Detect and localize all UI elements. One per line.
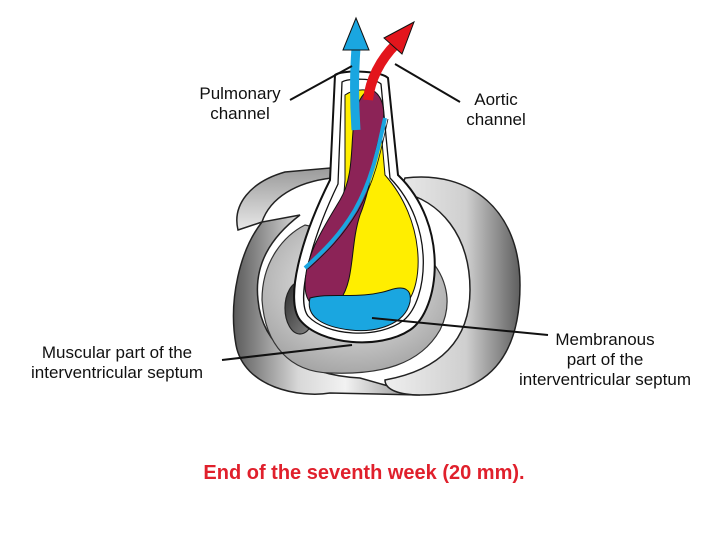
- leader-aortic: [394, 63, 461, 103]
- label-muscular-septum: Muscular part of the interventricular se…: [12, 343, 222, 383]
- label-membranous-line2: part of the: [566, 350, 644, 369]
- label-aortic-line1: Aortic: [474, 90, 518, 109]
- label-membranous-line1: Membranous: [555, 330, 655, 349]
- spiral-blue-stripe: [303, 117, 387, 270]
- aortic-arrow-head: [383, 20, 415, 55]
- label-muscular-line2: interventricular septum: [31, 363, 203, 382]
- figure-caption: End of the seventh week (20 mm).: [203, 462, 525, 484]
- pulmonary-arrow-shaft: [350, 47, 361, 131]
- label-pulmonary-line2: channel: [210, 104, 270, 123]
- label-membranous-line3: interventricular septum: [519, 370, 691, 389]
- label-membranous-septum: Membranous part of the interventricular …: [498, 330, 712, 390]
- label-aortic-line2: channel: [466, 110, 526, 129]
- right-ventricle-wall: [384, 176, 521, 396]
- pulmonary-arrow-head: [342, 16, 370, 51]
- label-pulmonary-channel: Pulmonary channel: [178, 84, 302, 124]
- label-pulmonary-line1: Pulmonary: [199, 84, 281, 103]
- leader-muscular: [221, 344, 353, 361]
- label-aortic-channel: Aortic channel: [450, 90, 542, 130]
- aortic-arrow-shaft: [363, 40, 400, 101]
- leader-pulmonary: [289, 65, 353, 101]
- label-muscular-line1: Muscular part of the: [41, 343, 193, 362]
- leader-membranous: [371, 317, 549, 336]
